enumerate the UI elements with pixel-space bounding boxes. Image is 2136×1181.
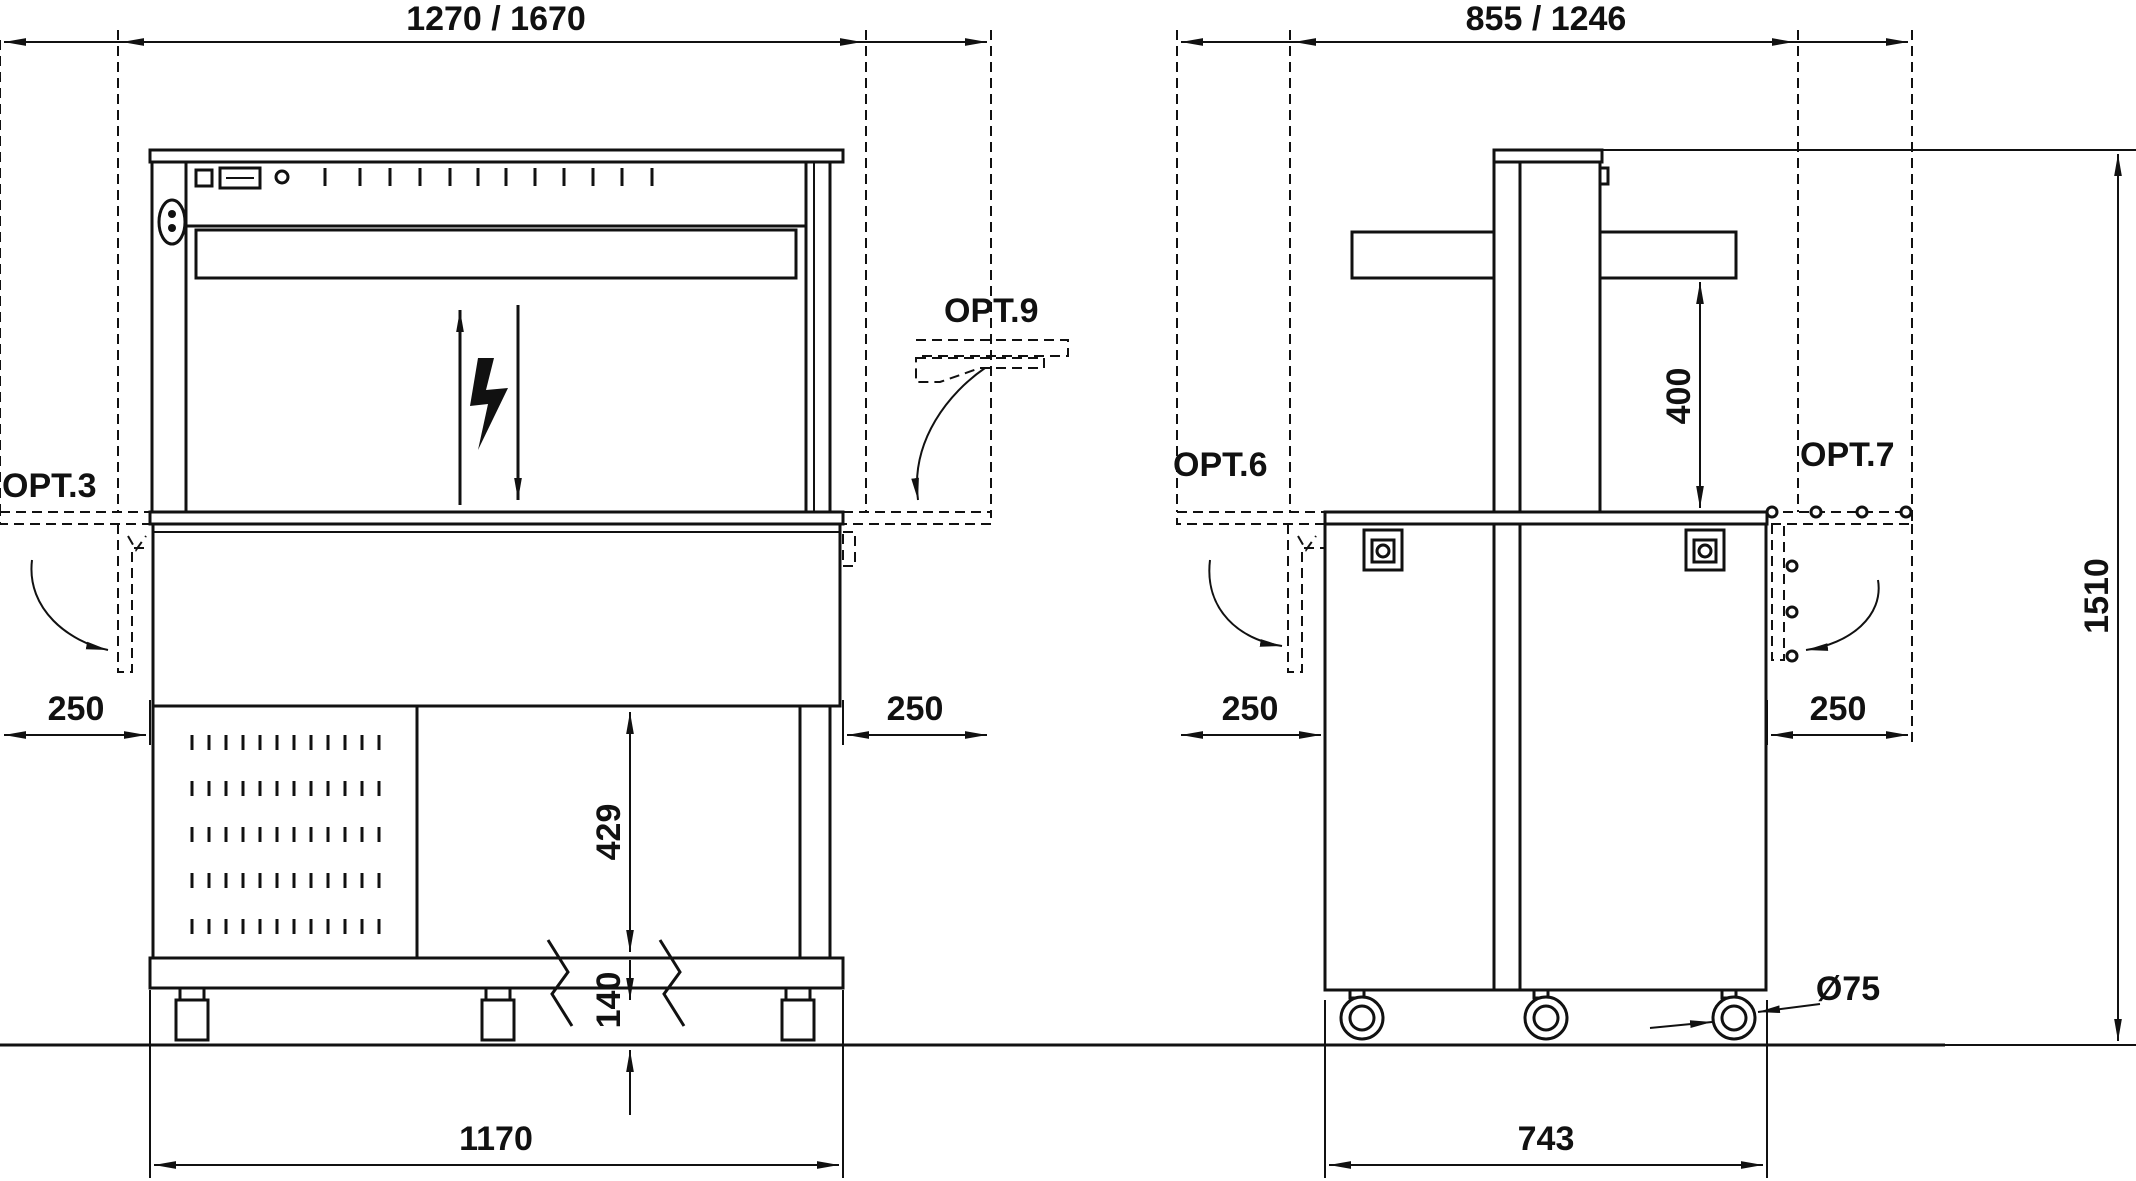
front-view — [0, 148, 1069, 1042]
front-left-extension-label: 250 — [48, 690, 105, 728]
front-foot-height-label: 140 — [590, 972, 628, 1029]
opt9-label: OPT.9 — [944, 292, 1038, 330]
side-left-extension-label: 250 — [1222, 690, 1279, 728]
side-shelf-height-label: 400 — [1660, 368, 1698, 425]
opt3-label: OPT.3 — [2, 467, 96, 505]
front-overall-width-label: 1270 / 1670 — [406, 0, 586, 38]
wheel-diameter-label: Ø75 — [1816, 970, 1880, 1008]
front-feet — [174, 986, 816, 1042]
opt7-label: OPT.7 — [1800, 436, 1894, 474]
electrical-power-icon — [456, 305, 522, 505]
side-view — [1176, 148, 1913, 1041]
total-height-label: 1510 — [2078, 558, 2116, 634]
side-optional-shelves — [1176, 505, 1913, 673]
dimension-lines — [0, 30, 2136, 1178]
side-right-extension-label: 250 — [1810, 690, 1867, 728]
front-base-width-label: 1170 — [459, 1120, 533, 1158]
side-base-width-label: 743 — [1518, 1120, 1575, 1158]
side-latches — [1362, 528, 1726, 572]
vent-grille — [190, 735, 381, 936]
side-overall-width-label: 855 / 1246 — [1466, 0, 1627, 38]
front-right-extension-label: 250 — [887, 690, 944, 728]
vent-slots-top — [323, 168, 654, 186]
side-wheels — [1339, 988, 1757, 1041]
opt6-label: OPT.6 — [1173, 446, 1267, 484]
front-lower-clearance-label: 429 — [590, 804, 628, 861]
